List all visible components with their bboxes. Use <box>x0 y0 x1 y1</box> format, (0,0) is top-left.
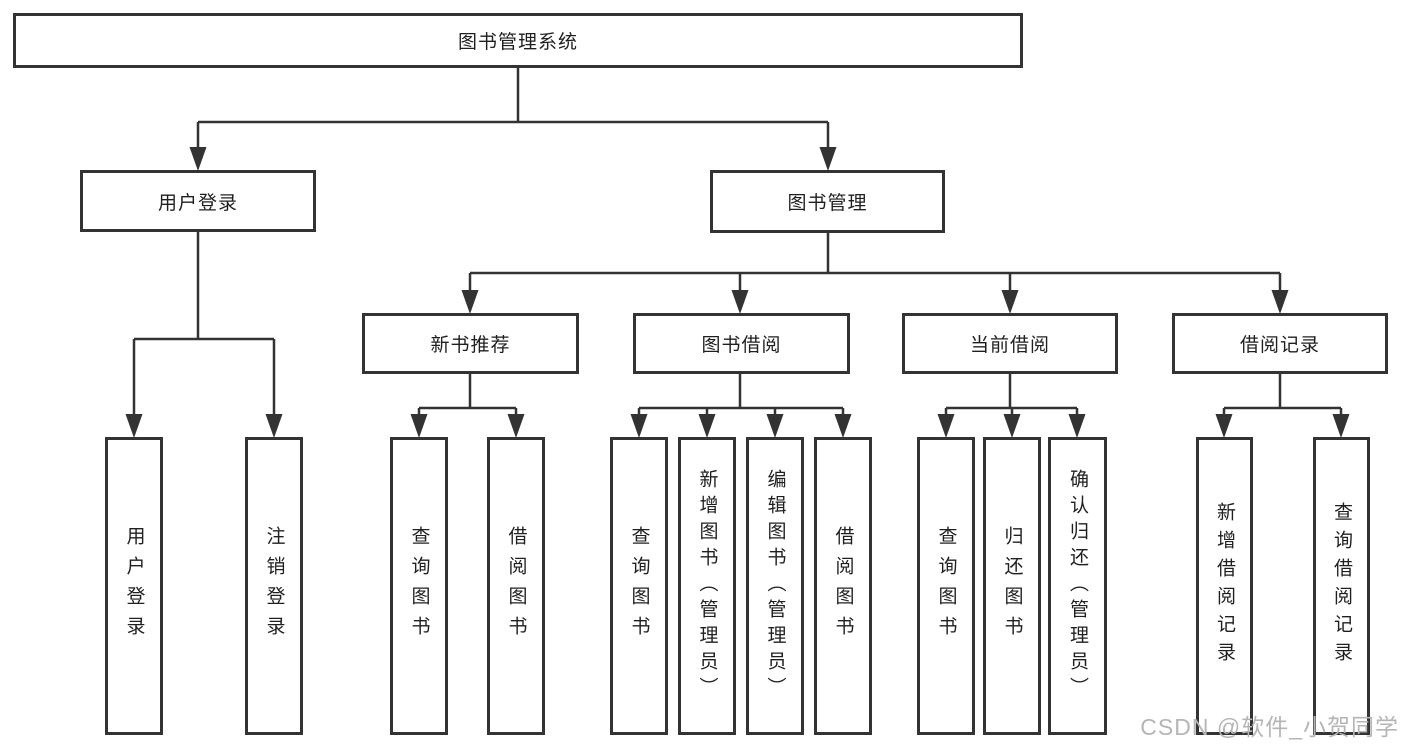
leaf-user-login: 用户登录 <box>105 437 163 735</box>
leaf-add-books-admin: 新增图书（管理员） <box>678 437 736 735</box>
node-current-borrowing: 当前借阅 <box>902 313 1118 374</box>
leaf-label: 新增借阅记录 <box>1214 502 1235 670</box>
leaf-label: 查询图书 <box>408 526 430 646</box>
arrowhead-icons <box>125 147 1350 438</box>
leaf-query-borrow-record: 查询借阅记录 <box>1313 437 1370 735</box>
leaf-confirm-return-admin: 确认归还（管理员） <box>1048 437 1107 735</box>
leaf-label: 注销登录 <box>263 526 285 646</box>
node-new-book-recommendation: 新书推荐 <box>362 313 579 374</box>
leaf-edit-books-admin: 编辑图书（管理员） <box>746 437 804 735</box>
leaf-logout: 注销登录 <box>245 437 303 735</box>
leaf-label: 归还图书 <box>1001 526 1023 646</box>
leaf-query-books-2: 查询图书 <box>610 437 668 735</box>
node-root-system: 图书管理系统 <box>13 13 1023 68</box>
node-borrowing-records: 借阅记录 <box>1172 313 1388 374</box>
leaf-label: 借阅图书 <box>832 526 854 646</box>
leaf-label: 编辑图书（管理员） <box>764 469 786 703</box>
leaf-label: 用户登录 <box>123 526 145 646</box>
leaf-label: 查询图书 <box>935 526 957 646</box>
leaf-label: 借阅图书 <box>505 526 527 646</box>
node-user-login: 用户登录 <box>80 170 316 232</box>
leaf-label: 确认归还（管理员） <box>1067 469 1088 703</box>
leaf-return-books: 归还图书 <box>983 437 1041 735</box>
leaf-borrow-books-1: 借阅图书 <box>487 437 545 735</box>
leaf-query-books-3: 查询图书 <box>917 437 975 735</box>
node-book-management: 图书管理 <box>710 170 945 233</box>
watermark: CSDN @软件_小贺同学 <box>1140 714 1399 740</box>
node-book-borrowing: 图书借阅 <box>633 313 850 374</box>
leaf-borrow-books-2: 借阅图书 <box>814 437 872 735</box>
leaf-label: 新增图书（管理员） <box>696 469 718 703</box>
leaf-label: 查询图书 <box>628 526 650 646</box>
leaf-add-borrow-record: 新增借阅记录 <box>1196 437 1253 735</box>
leaf-label: 查询借阅记录 <box>1331 502 1352 670</box>
leaf-query-books-1: 查询图书 <box>390 437 448 735</box>
